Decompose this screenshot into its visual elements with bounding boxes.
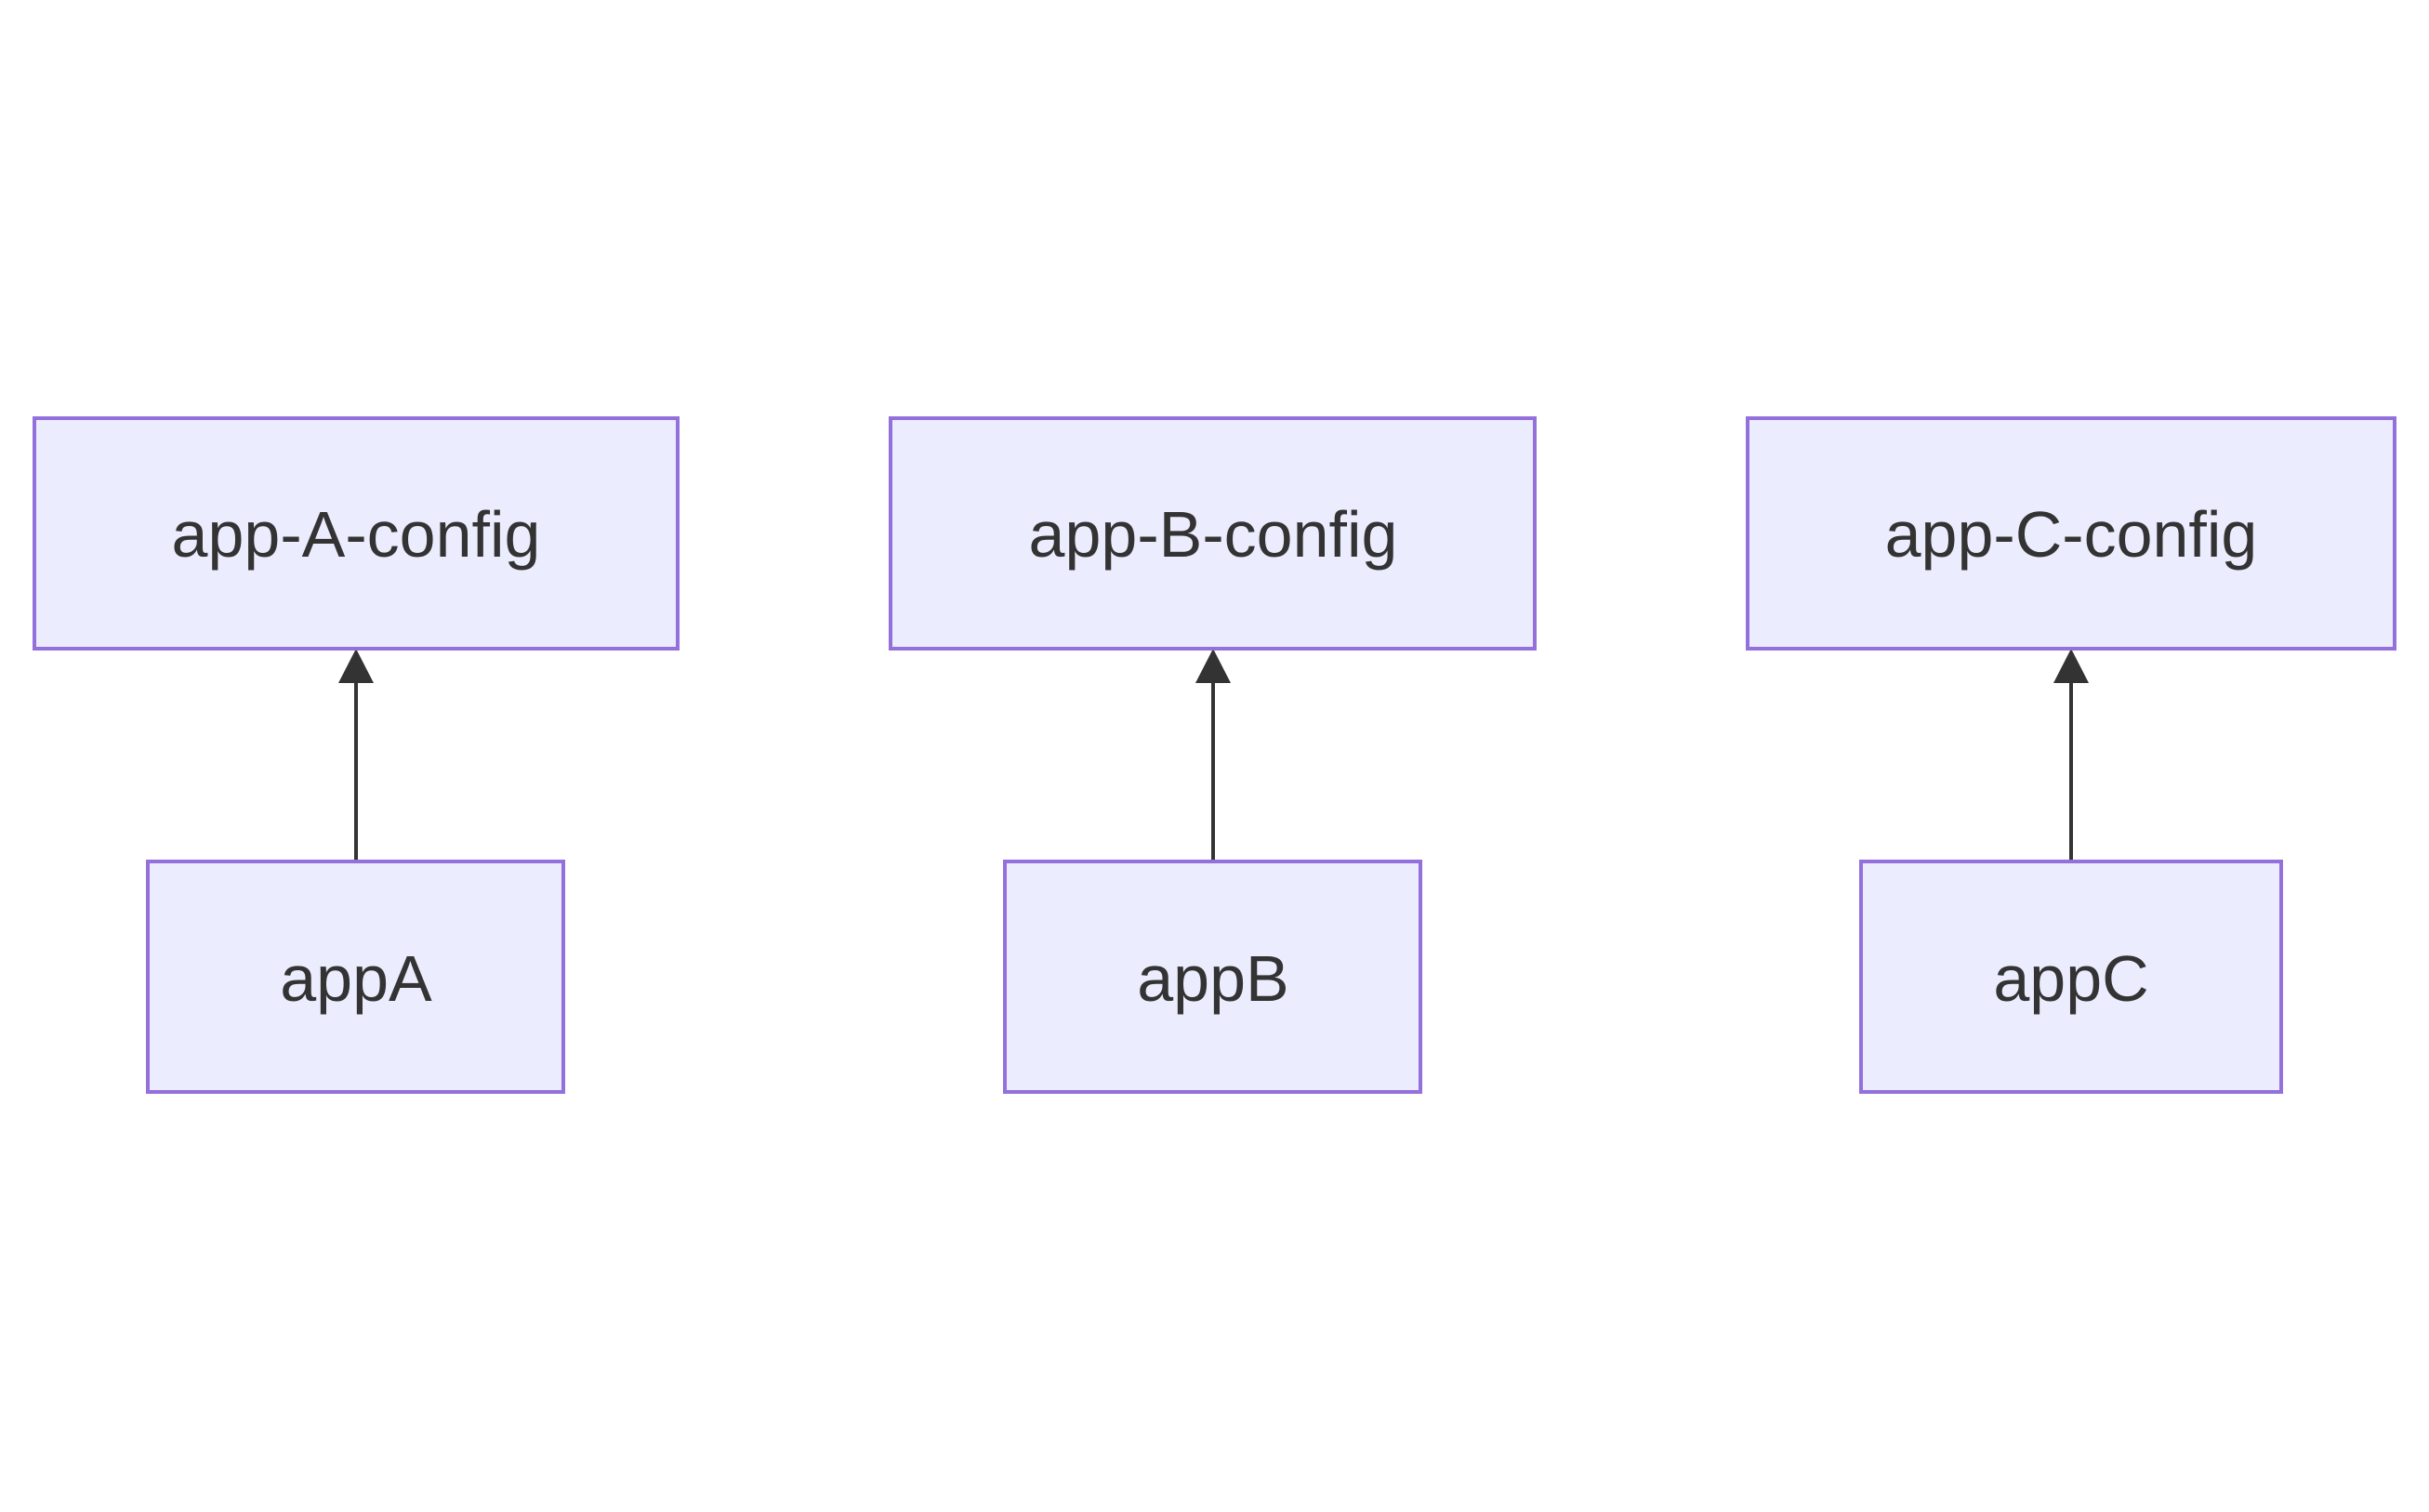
arrowhead-icon xyxy=(1195,649,1231,683)
arrowhead-icon xyxy=(2053,649,2089,683)
node-app-c-config[interactable]: app-C-config xyxy=(1746,416,2396,651)
edge-appA-to-appA-config xyxy=(338,649,374,861)
node-label: appA xyxy=(280,942,432,1015)
node-app-c[interactable]: appC xyxy=(1859,860,2283,1094)
node-label: appC xyxy=(1993,942,2148,1015)
arrowhead-icon xyxy=(338,649,374,683)
node-label: appB xyxy=(1137,942,1288,1015)
edge-appB-to-appB-config xyxy=(1195,649,1231,861)
node-label: app-C-config xyxy=(1885,498,2258,571)
node-app-b-config[interactable]: app-B-config xyxy=(889,416,1537,651)
node-app-a-config[interactable]: app-A-config xyxy=(33,416,680,651)
node-app-a[interactable]: appA xyxy=(146,860,565,1094)
node-label: app-A-config xyxy=(172,498,541,571)
node-app-b[interactable]: appB xyxy=(1003,860,1422,1094)
node-label: app-B-config xyxy=(1029,498,1398,571)
edge-appC-to-appC-config xyxy=(2053,649,2089,861)
